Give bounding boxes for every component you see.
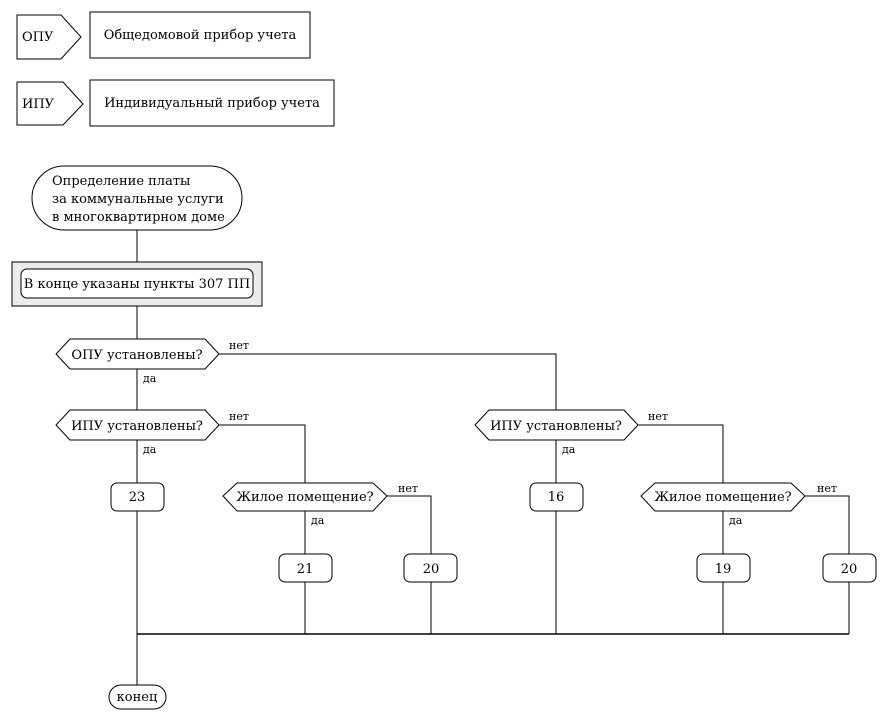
clause-box-19: 19 bbox=[696, 553, 751, 583]
ipu-tag-shape bbox=[16, 81, 84, 126]
branch-yes-opu: да bbox=[143, 372, 157, 385]
note-text: В конце указаны пункты 307 ПП bbox=[24, 277, 250, 292]
branch-no-ipu-right: нет bbox=[648, 410, 668, 423]
branch-no-residential-right: нет bbox=[817, 482, 837, 495]
decision-opu-installed: ОПУ установлены? bbox=[55, 338, 220, 370]
decision-residential-right-label: Жилое помещение? bbox=[654, 490, 791, 505]
opu-definition-box bbox=[89, 11, 311, 59]
start-line-3: в многоквартирном доме bbox=[52, 210, 225, 225]
ipu-definition-box bbox=[89, 79, 335, 127]
decision-residential-right: Жилое помещение? bbox=[640, 482, 806, 512]
decision-residential-left-label: Жилое помещение? bbox=[236, 490, 373, 505]
start-line-1: Определение платы bbox=[52, 174, 190, 189]
clause-21-label: 21 bbox=[297, 562, 314, 577]
decision-ipu-installed-left-label: ИПУ установлены? bbox=[71, 419, 203, 434]
clause-20-right-label: 20 bbox=[841, 562, 858, 577]
opu-abbr: ОПУ bbox=[22, 30, 54, 45]
clause-box-23: 23 bbox=[110, 482, 165, 512]
clause-19-label: 19 bbox=[715, 562, 732, 577]
legend: ОПУ Общедомовой прибор учета ИПУ Индивид… bbox=[16, 11, 335, 127]
clause-box-16: 16 bbox=[529, 482, 584, 512]
decision-ipu-installed-right: ИПУ установлены? bbox=[474, 409, 639, 441]
branch-yes-ipu-right: да bbox=[562, 443, 576, 456]
branch-no-residential-left: нет bbox=[398, 482, 418, 495]
clause-20-left-label: 20 bbox=[423, 562, 440, 577]
branch-no-ipu-left: нет bbox=[229, 410, 249, 423]
start-line-2: за коммунальные услуги bbox=[52, 192, 224, 207]
branch-yes-residential-right: да bbox=[729, 514, 743, 527]
clause-box-21: 21 bbox=[278, 553, 333, 583]
end-label: конец bbox=[117, 690, 158, 705]
branch-yes-residential-left: да bbox=[311, 514, 325, 527]
clause-23-label: 23 bbox=[129, 490, 146, 505]
ipu-abbr: ИПУ bbox=[22, 97, 55, 112]
ipu-definition: Индивидуальный прибор учета bbox=[104, 96, 320, 111]
clause-16-label: 16 bbox=[548, 490, 565, 505]
connectors bbox=[136, 230, 850, 685]
note-box: В конце указаны пункты 307 ПП bbox=[11, 261, 263, 307]
branch-yes-ipu-left: да bbox=[143, 443, 157, 456]
legend-opu: ОПУ Общедомовой прибор учета bbox=[16, 11, 311, 60]
end-terminator: конец bbox=[108, 684, 167, 710]
opu-definition: Общедомовой прибор учета bbox=[104, 28, 297, 43]
decision-residential-left: Жилое помещение? bbox=[222, 482, 388, 512]
opu-tag-shape bbox=[16, 14, 82, 60]
decision-ipu-installed-left: ИПУ установлены? bbox=[55, 409, 220, 441]
branch-labels: нет да нет да нет да нет да нет да bbox=[143, 339, 837, 527]
branch-no-opu: нет bbox=[229, 339, 249, 352]
decision-opu-installed-label: ОПУ установлены? bbox=[71, 348, 202, 363]
clause-box-20-right: 20 bbox=[822, 553, 877, 583]
clause-box-20-left: 20 bbox=[403, 553, 458, 583]
legend-ipu: ИПУ Индивидуальный прибор учета bbox=[16, 79, 335, 127]
start-terminator: Определение платы за коммунальные услуги… bbox=[31, 165, 243, 231]
decision-ipu-installed-right-label: ИПУ установлены? bbox=[490, 419, 622, 434]
